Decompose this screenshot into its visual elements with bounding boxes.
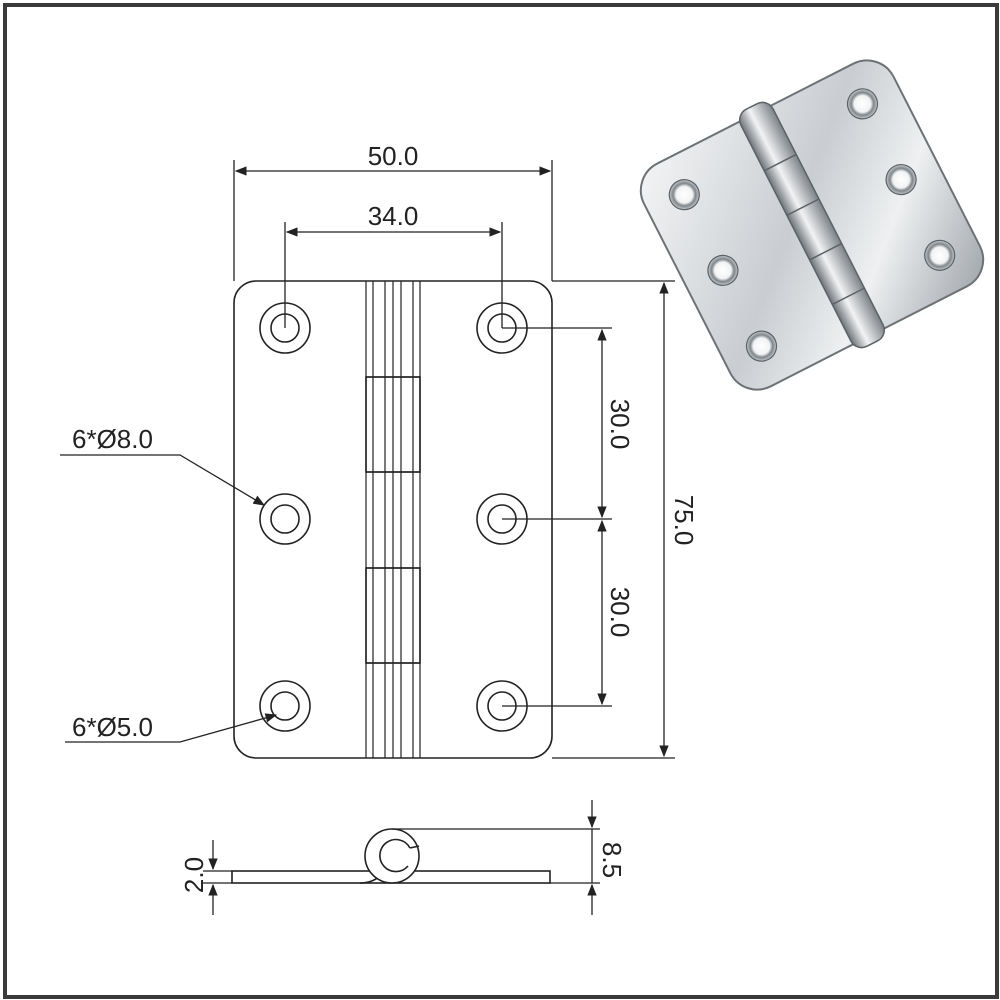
hinge-photo [639,59,985,391]
side-knuckle [364,828,420,884]
dim-width-total: 50.0 [368,141,419,171]
dimension-labels: 50.0 34.0 75.0 30.0 30.0 6*Ø8.0 6*Ø5.0 2… [72,141,699,893]
dim-hole-spacing-x: 34.0 [368,201,419,231]
side-view [203,800,600,915]
dim-knuckle-height: 8.5 [597,842,627,878]
hinge-knuckle [738,101,886,349]
countersink-hole [259,493,311,545]
countersink-hole [259,680,311,732]
callout-hole: 6*Ø5.0 [72,712,153,742]
knuckle-strip [365,281,421,758]
callout-countersink: 6*Ø8.0 [72,424,153,454]
dimension-lines [60,160,675,759]
dim-height-total: 75.0 [669,495,699,546]
dim-plate-thickness: 2.0 [179,857,209,893]
dim-hole-pitch-lower: 30.0 [605,587,635,638]
dim-hole-pitch-upper: 30.0 [605,399,635,450]
front-view [233,280,553,759]
photo-holes [668,88,956,362]
